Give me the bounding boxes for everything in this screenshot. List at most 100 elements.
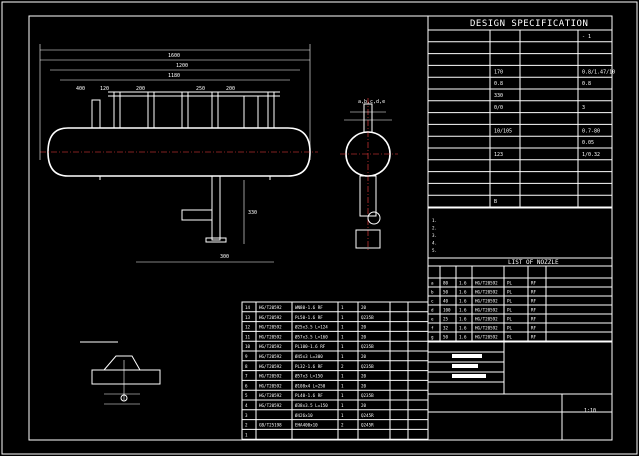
bom-cell: HG/T20592 bbox=[259, 374, 282, 379]
nozzle-cell: RF bbox=[531, 299, 537, 304]
nozzle-cell: a bbox=[431, 281, 434, 286]
bom-cell: Ø57x3 L=150 bbox=[295, 374, 323, 379]
spec-value-3: 3 bbox=[582, 105, 585, 111]
bom-cell: HG/T20592 bbox=[259, 383, 282, 388]
bom-cell: HG/T20592 bbox=[259, 305, 282, 310]
bom-cell: 5 bbox=[245, 393, 248, 398]
nozzle-cell: HG/T20592 bbox=[475, 290, 498, 295]
dim-7: 200 bbox=[226, 86, 235, 92]
nozzle-cell: f bbox=[431, 326, 434, 331]
bom-cell: Ø426x10 bbox=[295, 413, 313, 418]
bottom-nozzle bbox=[181, 175, 227, 243]
bom-cell: 1 bbox=[341, 305, 344, 310]
nozzle-cell: RF bbox=[531, 308, 537, 313]
bom-cell: 3 bbox=[245, 413, 248, 418]
bom-cell: 7 bbox=[245, 374, 248, 379]
bom-cell: 1 bbox=[341, 413, 344, 418]
bom-cell: 1 bbox=[341, 383, 344, 388]
bom-cell: Ø25x3.5 L=124 bbox=[295, 325, 328, 330]
bom-cell: 20 bbox=[361, 383, 367, 388]
nozzle-cell: RF bbox=[531, 317, 537, 322]
nozzle-cell: RF bbox=[531, 326, 537, 331]
nozzle-cell: 1.6 bbox=[459, 281, 467, 286]
bom-cell: HG/T20592 bbox=[259, 354, 282, 359]
nozzle-cell: 1.6 bbox=[459, 317, 467, 322]
bom-cell: 1 bbox=[341, 354, 344, 359]
spec-value-1: 123 bbox=[494, 152, 503, 158]
dim-3: 400 bbox=[76, 86, 85, 92]
spec-value-1: 0.8 bbox=[494, 81, 503, 87]
bom-cell: PL32-1.6 RF bbox=[295, 364, 323, 369]
nozzle-cell: RF bbox=[531, 281, 537, 286]
bom-cell: 1 bbox=[341, 374, 344, 379]
nozzle-cell: HG/T20592 bbox=[475, 308, 498, 313]
nozzle-cell: PL bbox=[507, 326, 513, 331]
bom-cell: 13 bbox=[245, 315, 251, 320]
spec-title: DESIGN SPECIFICATION bbox=[470, 19, 588, 29]
dim-8: 330 bbox=[248, 210, 257, 216]
nozzle-cell: 40 bbox=[443, 299, 449, 304]
bom-cell: PL50-1.6 RF bbox=[295, 315, 323, 320]
bom-cell: 20 bbox=[361, 374, 367, 379]
bom-cell: WN80-1.6 RF bbox=[295, 305, 323, 310]
bom-cell: 12 bbox=[245, 325, 251, 330]
bom-cell: Q235B bbox=[361, 315, 374, 320]
bom-cell: Q235B bbox=[361, 344, 374, 349]
bom-cell: HG/T20592 bbox=[259, 334, 282, 339]
weld-detail bbox=[80, 341, 161, 405]
dim-tangent: 1180 bbox=[168, 73, 180, 79]
bom-cell: GB/T25198 bbox=[259, 423, 282, 428]
bom-cell: Q235B bbox=[361, 393, 374, 398]
nozzle-cell: d bbox=[431, 308, 434, 313]
dim-9: 300 bbox=[220, 254, 229, 260]
nozzle-cell: PL bbox=[507, 290, 513, 295]
bom-cell: 6 bbox=[245, 383, 248, 388]
spec-value-3: 0.05 bbox=[582, 140, 594, 146]
spec-value-3: 1/0.32 bbox=[582, 152, 600, 158]
bom-cell: 20 bbox=[361, 334, 367, 339]
bom-cell: HG/T20592 bbox=[259, 325, 282, 330]
spec-note: 3. bbox=[432, 233, 437, 238]
nozzle-cell: HG/T20592 bbox=[475, 317, 498, 322]
bom-cell: 1 bbox=[245, 432, 248, 437]
bom-cell: PL100-1.6 RF bbox=[295, 344, 326, 349]
bom-cell: 1 bbox=[341, 393, 344, 398]
bom-cell: 9 bbox=[245, 354, 248, 359]
side-view-label: a,b,c,d,e bbox=[358, 99, 385, 105]
bom-cell: 8 bbox=[245, 364, 248, 369]
spec-value-1: 0/0 bbox=[494, 105, 503, 111]
nozzle-cell: HG/T20592 bbox=[475, 326, 498, 331]
spec-value-3: 0.7-80 bbox=[582, 128, 600, 134]
bom-cell: 1 bbox=[341, 315, 344, 320]
bom-cell: 14 bbox=[245, 305, 251, 310]
bom-cell: 4 bbox=[245, 403, 248, 408]
spec-value-3: 0.8/1.47/10 bbox=[582, 69, 615, 75]
dim-6: 250 bbox=[196, 86, 205, 92]
nozzle-cell: PL bbox=[507, 299, 513, 304]
nozzle-cell: 25 bbox=[443, 317, 449, 322]
bom-cell: HG/T20592 bbox=[259, 403, 282, 408]
title-block: 1:10 bbox=[427, 341, 613, 441]
nozzle-title: LIST OF NOZZLE bbox=[508, 259, 559, 266]
spec-note: 1. bbox=[432, 218, 437, 223]
nozzle-cell: 1.6 bbox=[459, 335, 467, 340]
bom-cell: HG/T20592 bbox=[259, 393, 282, 398]
bom-cell: 2 bbox=[245, 423, 248, 428]
nozzle-cell: 80 bbox=[443, 281, 449, 286]
nozzle-cell: 1.6 bbox=[459, 290, 467, 295]
spec-value-1: B bbox=[494, 199, 497, 205]
bom-cell: 10 bbox=[245, 344, 251, 349]
nozzle-cell: PL bbox=[507, 335, 513, 340]
bom-cell: 20 bbox=[361, 305, 367, 310]
bom-cell: 20 bbox=[361, 354, 367, 359]
nozzle-cell: PL bbox=[507, 308, 513, 313]
vessel-shell bbox=[47, 127, 311, 177]
nozzle-cell: 1.6 bbox=[459, 299, 467, 304]
nozzle-cell: HG/T20592 bbox=[475, 281, 498, 286]
dim-5: 200 bbox=[136, 86, 145, 92]
nozzle-cell: PL bbox=[507, 317, 513, 322]
bom-cell: Q245R bbox=[361, 423, 374, 428]
